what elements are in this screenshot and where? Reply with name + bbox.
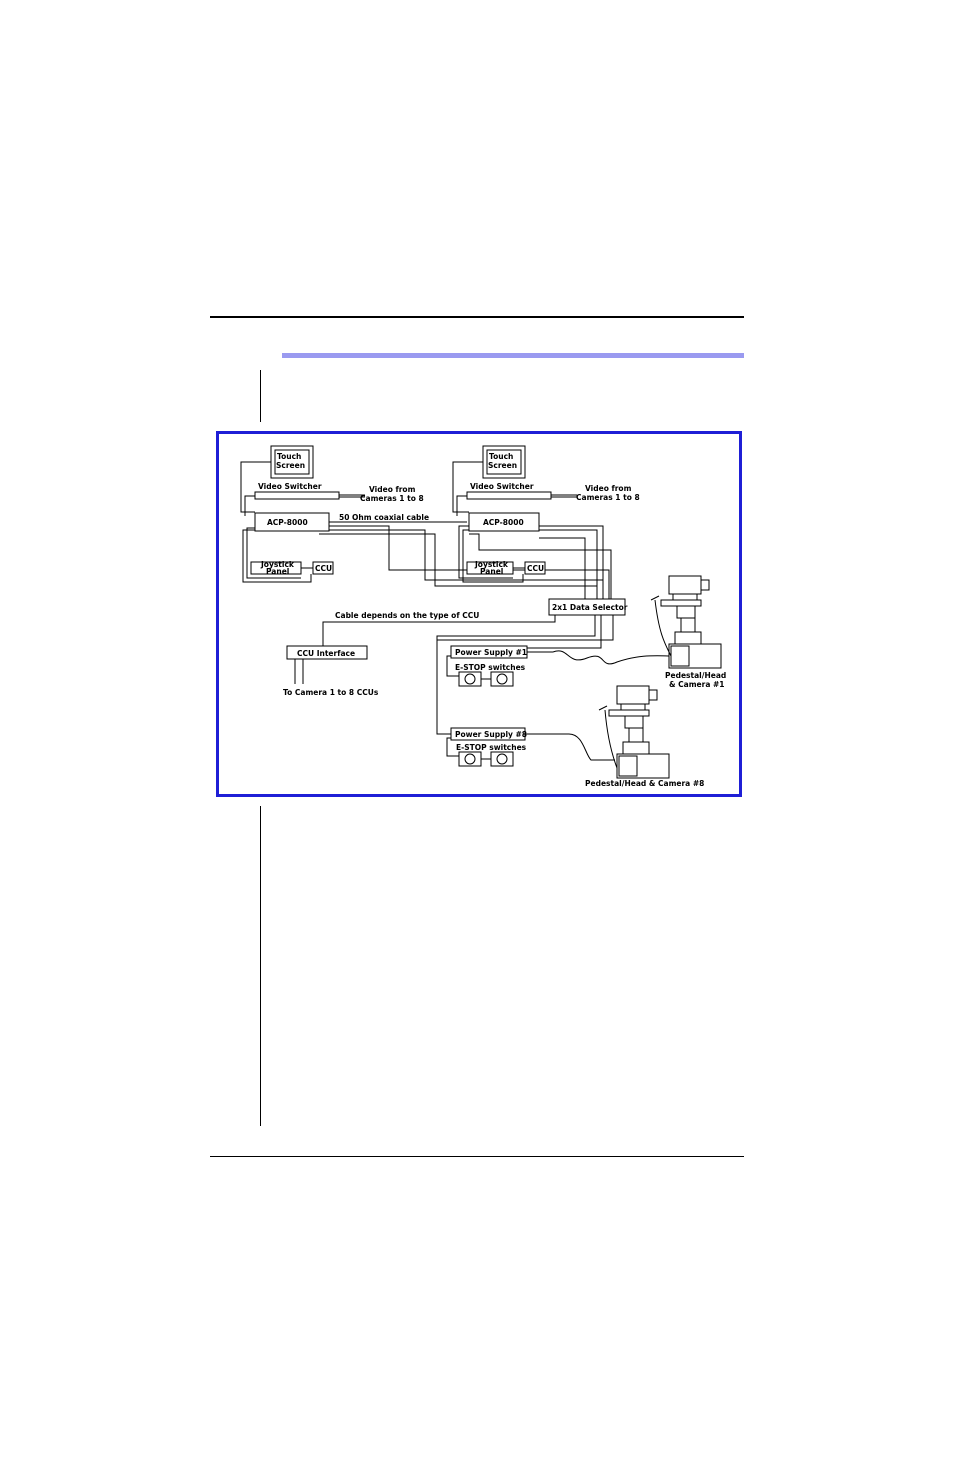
margin-bar-bottom [260, 806, 261, 1126]
data-selector-2x1: 2x1 Data Selector [548, 598, 628, 616]
estop-switches-1 [458, 671, 514, 687]
video-switcher-2 [466, 491, 552, 500]
svg-text:2x1 Data Selector: 2x1 Data Selector [552, 603, 628, 612]
joystick-panel-2: Joystick Panel [466, 560, 514, 576]
svg-text:CCU: CCU [527, 564, 544, 573]
header-rule [210, 316, 744, 318]
cable-note-label: Cable depends on the type of CCU [335, 611, 479, 620]
estop-1-label: E-STOP switches [455, 663, 526, 672]
video-switcher-2-label: Video Switcher [470, 482, 534, 491]
ccu-interface: CCU Interface [286, 645, 368, 660]
svg-text:Screen: Screen [488, 461, 517, 470]
video-switcher-1-label: Video Switcher [258, 482, 322, 491]
estop-8-label: E-STOP switches [456, 743, 527, 752]
svg-text:Panel: Panel [480, 567, 503, 576]
footer-rule [210, 1156, 744, 1157]
acp-8000-2: ACP-8000 [468, 512, 540, 532]
ccu-box-1: CCU [312, 561, 334, 575]
margin-bar-top [260, 370, 261, 422]
power-supply-1: Power Supply #1 [450, 645, 528, 659]
ccu-box-2: CCU [524, 561, 546, 575]
svg-text:Touch: Touch [277, 452, 301, 461]
pedestal-camera-1-icon [650, 575, 722, 669]
svg-text:ACP-8000: ACP-8000 [267, 518, 308, 527]
video-from-1-line1: Video from [369, 485, 416, 494]
pedestal-camera-1-line1: Pedestal/Head [665, 671, 726, 680]
svg-text:Power Supply #8: Power Supply #8 [455, 730, 527, 739]
video-from-2-line1: Video from [585, 484, 632, 493]
svg-text:CCU Interface: CCU Interface [297, 649, 355, 658]
svg-text:Power Supply #1: Power Supply #1 [455, 648, 527, 657]
touch-screen-2: Touch Screen [482, 445, 526, 479]
section-accent-bar [282, 353, 744, 358]
svg-text:Joystick: Joystick [474, 560, 509, 569]
video-from-2-line2: Cameras 1 to 8 [576, 493, 640, 502]
power-supply-8: Power Supply #8 [450, 727, 527, 741]
coax-cable-label: 50 Ohm coaxial cable [339, 513, 429, 522]
svg-text:Panel: Panel [266, 567, 289, 576]
to-camera-ccus-label: To Camera 1 to 8 CCUs [283, 688, 379, 697]
system-diagram: Touch Screen Video Switcher Video from C… [240, 445, 726, 788]
svg-text:Touch: Touch [489, 452, 513, 461]
pedestal-camera-8-icon [598, 685, 670, 779]
video-from-1-line2: Cameras 1 to 8 [360, 494, 424, 503]
estop-switches-8 [458, 751, 514, 767]
joystick-panel-1: Joystick Panel [250, 560, 302, 576]
svg-text:CCU: CCU [315, 564, 332, 573]
touch-screen-1: Touch Screen [270, 445, 314, 479]
svg-text:ACP-8000: ACP-8000 [483, 518, 524, 527]
svg-text:Joystick: Joystick [260, 560, 295, 569]
video-switcher-1 [254, 491, 340, 500]
pedestal-camera-1-line2: & Camera #1 [669, 680, 725, 689]
svg-text:Screen: Screen [276, 461, 305, 470]
pedestal-camera-8-label: Pedestal/Head & Camera #8 [585, 779, 704, 788]
acp-8000-1: ACP-8000 [254, 512, 330, 532]
system-diagram-figure: Touch Screen Video Switcher Video from C… [216, 431, 742, 797]
